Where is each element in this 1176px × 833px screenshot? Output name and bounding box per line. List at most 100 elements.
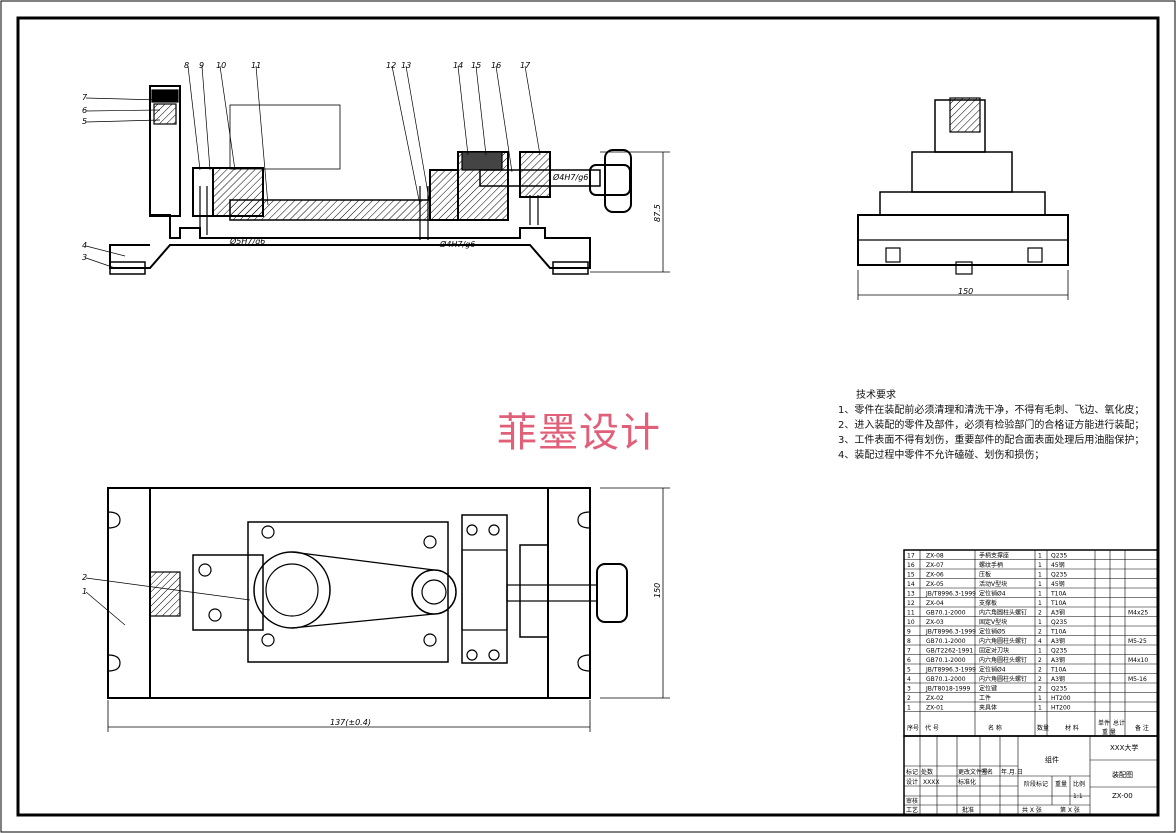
plan-view	[85, 487, 670, 732]
bom-cell-no: 11	[907, 610, 915, 617]
balloon-label: 3	[82, 253, 87, 262]
bom-cell-code: ZX-08	[926, 553, 944, 560]
tb-label-weight: 重量	[1055, 780, 1067, 788]
bom-cell-name: 手柄支撑座	[979, 552, 1009, 560]
bom-cell-material: A3钢	[1051, 675, 1065, 683]
fit-label: Ø4H7/g6	[552, 172, 588, 182]
tb-label-mark: 标记	[906, 768, 918, 776]
bom-cell-code: ZX-03	[926, 619, 944, 626]
bom-cell-no: 1	[907, 705, 911, 712]
bom-cell-material: T10A	[1050, 667, 1067, 674]
bom-cell-no: 7	[907, 648, 911, 655]
balloon-label: 8	[184, 61, 189, 70]
bom-cell-name: 支撑板	[979, 599, 997, 607]
tb-label-process: 工艺	[906, 806, 918, 814]
bom-cell-code: JB/T8996.3-1999	[925, 629, 976, 636]
bom-cell-qty: 2	[1038, 686, 1042, 693]
bom-cell-code: GB/T2262-1991	[926, 648, 973, 655]
bom-cell-material: A3钢	[1051, 637, 1065, 645]
part-group: 组件	[1045, 755, 1059, 764]
bom-cell-qty: 2	[1038, 629, 1042, 636]
bom-cell-material: Q235	[1051, 686, 1067, 693]
tech-req-item: 2、进入装配的零件及部件，必须有检验部门的合格证方能进行装配；	[838, 420, 1145, 431]
scale-value: 1:1	[1073, 793, 1083, 800]
balloon-label: 13	[401, 61, 411, 70]
bom-cell-name: 螺纹手柄	[979, 561, 1003, 569]
bom-cell-qty: 4	[1038, 638, 1042, 645]
bom-cell-code: GB70.1-2000	[926, 657, 966, 664]
bom-cell-name: 定位销Ø4	[979, 666, 1006, 674]
bom-cell-qty: 2	[1038, 657, 1042, 664]
drawing-number: ZX-00	[1112, 792, 1133, 800]
balloon-label: 6	[82, 106, 87, 115]
length-dimension: 137(±0.4)	[330, 718, 371, 727]
bom-cell-no: 2	[907, 695, 911, 702]
tb-sheets-total: 共 X 张	[1022, 806, 1042, 814]
bom-cell-code: GB70.1-2000	[926, 610, 966, 617]
bom-cell-material: HT200	[1051, 705, 1071, 712]
bom-cell-note: M4x25	[1128, 610, 1148, 617]
width-dimension: 150	[958, 287, 973, 296]
bom-cell-name: 内六角圆柱头螺钉	[979, 637, 1027, 645]
bom-header-name: 名 称	[988, 724, 1002, 732]
bom-cell-note: M5-25	[1128, 638, 1147, 645]
bom-cell-name: 固定V型块	[979, 618, 1007, 626]
tb-label-date: 年.月.日	[1001, 768, 1023, 776]
bom-cell-qty: 1	[1038, 705, 1042, 712]
bom-cell-material: A3钢	[1051, 656, 1065, 664]
bom-cell-material: T10A	[1050, 629, 1067, 636]
bom-cell-material: A3钢	[1051, 609, 1065, 617]
bom-cell-code: ZX-04	[926, 600, 944, 607]
bom-cell-code: ZX-01	[926, 705, 944, 712]
bom-cell-name: 活动V型块	[979, 580, 1007, 588]
bom-cell-qty: 1	[1038, 581, 1042, 588]
bom-cell-name: 工件	[979, 694, 991, 702]
bom-cell-no: 4	[907, 676, 911, 683]
bom-cell-material: Q235	[1051, 648, 1067, 655]
tb-label-design: 设计	[906, 778, 918, 786]
fit-label: Ø4H7/g6	[439, 239, 475, 249]
title-block: XXX大学 组件 装配图 ZX-00 1:1 标记 处数 更改文件号 签名 年.…	[903, 735, 1159, 816]
bom-cell-no: 8	[907, 638, 911, 645]
bom-cell-no: 12	[907, 600, 915, 607]
inner-frame	[16, 16, 1160, 817]
bom-header-total: 总计	[1113, 719, 1125, 727]
bom-cell-name: 定位销Ø4	[979, 590, 1006, 598]
technical-requirements: 技术要求 1、零件在装配前必须清理和清洗干净，不得有毛刺、飞边、氧化皮； 2、进…	[838, 388, 1168, 463]
watermark: 菲墨设计	[497, 410, 661, 456]
bom-cell-qty: 2	[1038, 676, 1042, 683]
bom-cell-qty: 1	[1038, 619, 1042, 626]
tech-req-item: 1、零件在装配前必须清理和清洗干净，不得有毛刺、飞边、氧化皮；	[838, 405, 1145, 416]
bom-cell-no: 15	[907, 572, 915, 579]
balloon-label: 16	[491, 61, 501, 70]
tb-label-review: 审核	[906, 797, 918, 805]
bom-cell-qty: 1	[1038, 600, 1042, 607]
bom-cell-name: 压板	[979, 571, 991, 579]
bom-cell-material: 45钢	[1051, 561, 1065, 569]
drawing-name: 装配图	[1112, 770, 1133, 779]
bom-cell-qty: 1	[1038, 695, 1042, 702]
bom-cell-no: 6	[907, 657, 911, 664]
balloon-label: 11	[251, 61, 261, 70]
bom-cell-note: M4x10	[1128, 657, 1148, 664]
bom-cell-code: ZX-07	[926, 562, 944, 569]
bom-cell-note: M5-16	[1128, 676, 1147, 683]
balloon-label: 4	[82, 241, 87, 250]
bom-cell-name: 内六角圆柱头螺钉	[979, 675, 1027, 683]
bom-header-code: 代 号	[925, 724, 939, 732]
balloon-label: 9	[199, 61, 204, 70]
side-view	[857, 97, 1069, 300]
bom-cell-material: Q235	[1051, 572, 1067, 579]
tech-req-title: 技术要求	[856, 390, 896, 401]
bom-cell-material: T10A	[1050, 591, 1067, 598]
bom-cell-qty: 2	[1038, 610, 1042, 617]
bom-cell-no: 13	[907, 591, 915, 598]
bom-cell-code: GB70.1-2000	[926, 638, 966, 645]
bom-cell-qty: 2	[1038, 667, 1042, 674]
front-view	[85, 65, 670, 275]
bom-cell-no: 14	[907, 581, 915, 588]
tb-label-sign: 签名	[981, 768, 993, 776]
